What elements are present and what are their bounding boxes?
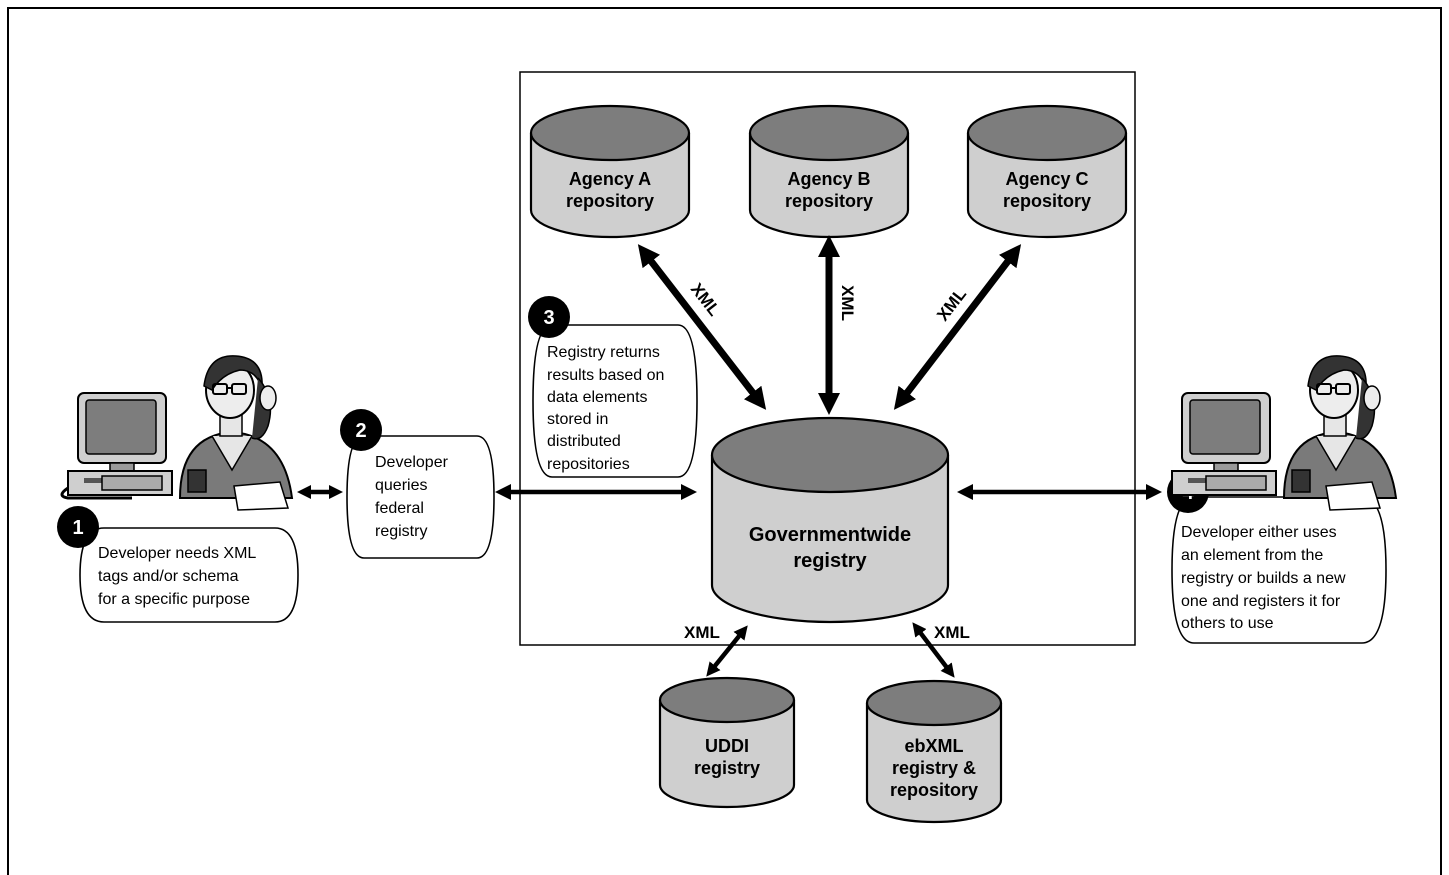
ebxml-label-line1: ebXML: [904, 736, 963, 756]
agency-c-repository: Agency C repository: [966, 104, 1128, 239]
agency-c-label-line2: repository: [1003, 191, 1091, 211]
central-label-line2: registry: [793, 550, 867, 572]
step-2-line1: Developer: [375, 454, 449, 471]
step-4-line2: an element from the: [1181, 547, 1323, 564]
step-1-number: 1: [72, 517, 83, 539]
xml-arrow-agency-a: [637, 244, 767, 410]
agency-a-repository: Agency A repository: [529, 104, 691, 239]
xml-arrow-ebxml: [912, 622, 955, 678]
step-2-line4: registry: [375, 523, 427, 540]
ebxml-label-line2: registry &: [892, 758, 976, 778]
step-3-line5: distributed: [547, 433, 621, 450]
uddi-label-line1: UDDI: [705, 736, 749, 756]
step-2-badge: 2: [340, 409, 382, 451]
step-3-line4: stored in: [547, 411, 608, 428]
step-3-badge: 3: [528, 296, 570, 338]
outer-frame: [7, 7, 1442, 875]
step-1-line2: tags and/or schema: [98, 568, 239, 585]
step-3-number: 3: [543, 307, 554, 329]
step-1-callout: Developer needs XML tags and/or schema f…: [79, 527, 299, 623]
central-label-line1: Governmentwide: [749, 524, 911, 546]
ebxml-label-line3: repository: [890, 780, 978, 800]
step-4-line5: others to use: [1181, 615, 1274, 632]
step-2-line2: queries: [375, 477, 427, 494]
step-1-line1: Developer needs XML: [98, 545, 256, 562]
uddi-registry: UDDI registry: [658, 676, 796, 809]
step-3-line6: repositories: [547, 456, 630, 473]
xml-arrow-agency-c: [893, 244, 1022, 410]
xml-arrow-uddi: [706, 625, 748, 677]
agency-b-repository: Agency B repository: [748, 104, 910, 239]
developer-workstation-icon: [60, 355, 294, 511]
xml-label-uddi: XML: [684, 623, 720, 642]
governmentwide-registry: Governmentwide registry: [710, 416, 950, 624]
agency-a-label-line2: repository: [566, 191, 654, 211]
step-3-line1: Registry returns: [547, 344, 660, 361]
step-3-callout: Registry returns results based on data e…: [532, 324, 698, 478]
uddi-label-line2: registry: [694, 758, 760, 778]
developer-workstation-icon: [1171, 355, 1398, 511]
ebxml-registry: ebXML registry & repository: [865, 679, 1003, 824]
step-2-line3: federal: [375, 500, 424, 517]
agency-b-label-line1: Agency B: [787, 169, 870, 189]
agency-a-label-line1: Agency A: [569, 169, 651, 189]
agency-b-label-line2: repository: [785, 191, 873, 211]
step-4-callout: Developer either uses an element from th…: [1171, 496, 1387, 644]
xml-label-ebxml: XML: [934, 623, 970, 642]
step-1-badge: 1: [57, 506, 99, 548]
step-4-line3: registry or builds a new: [1181, 570, 1346, 587]
step-4-line4: one and registers it for: [1181, 593, 1341, 610]
step-1-line3: for a specific purpose: [98, 591, 250, 608]
xml-label-agency-b: XML: [838, 285, 857, 321]
step-4-line1: Developer either uses: [1181, 524, 1337, 541]
step-2-number: 2: [355, 420, 366, 442]
step-3-line3: data elements: [547, 389, 648, 406]
agency-c-label-line1: Agency C: [1005, 169, 1088, 189]
step-3-line2: results based on: [547, 367, 664, 384]
step-2-callout: Developer queries federal registry: [346, 435, 495, 559]
